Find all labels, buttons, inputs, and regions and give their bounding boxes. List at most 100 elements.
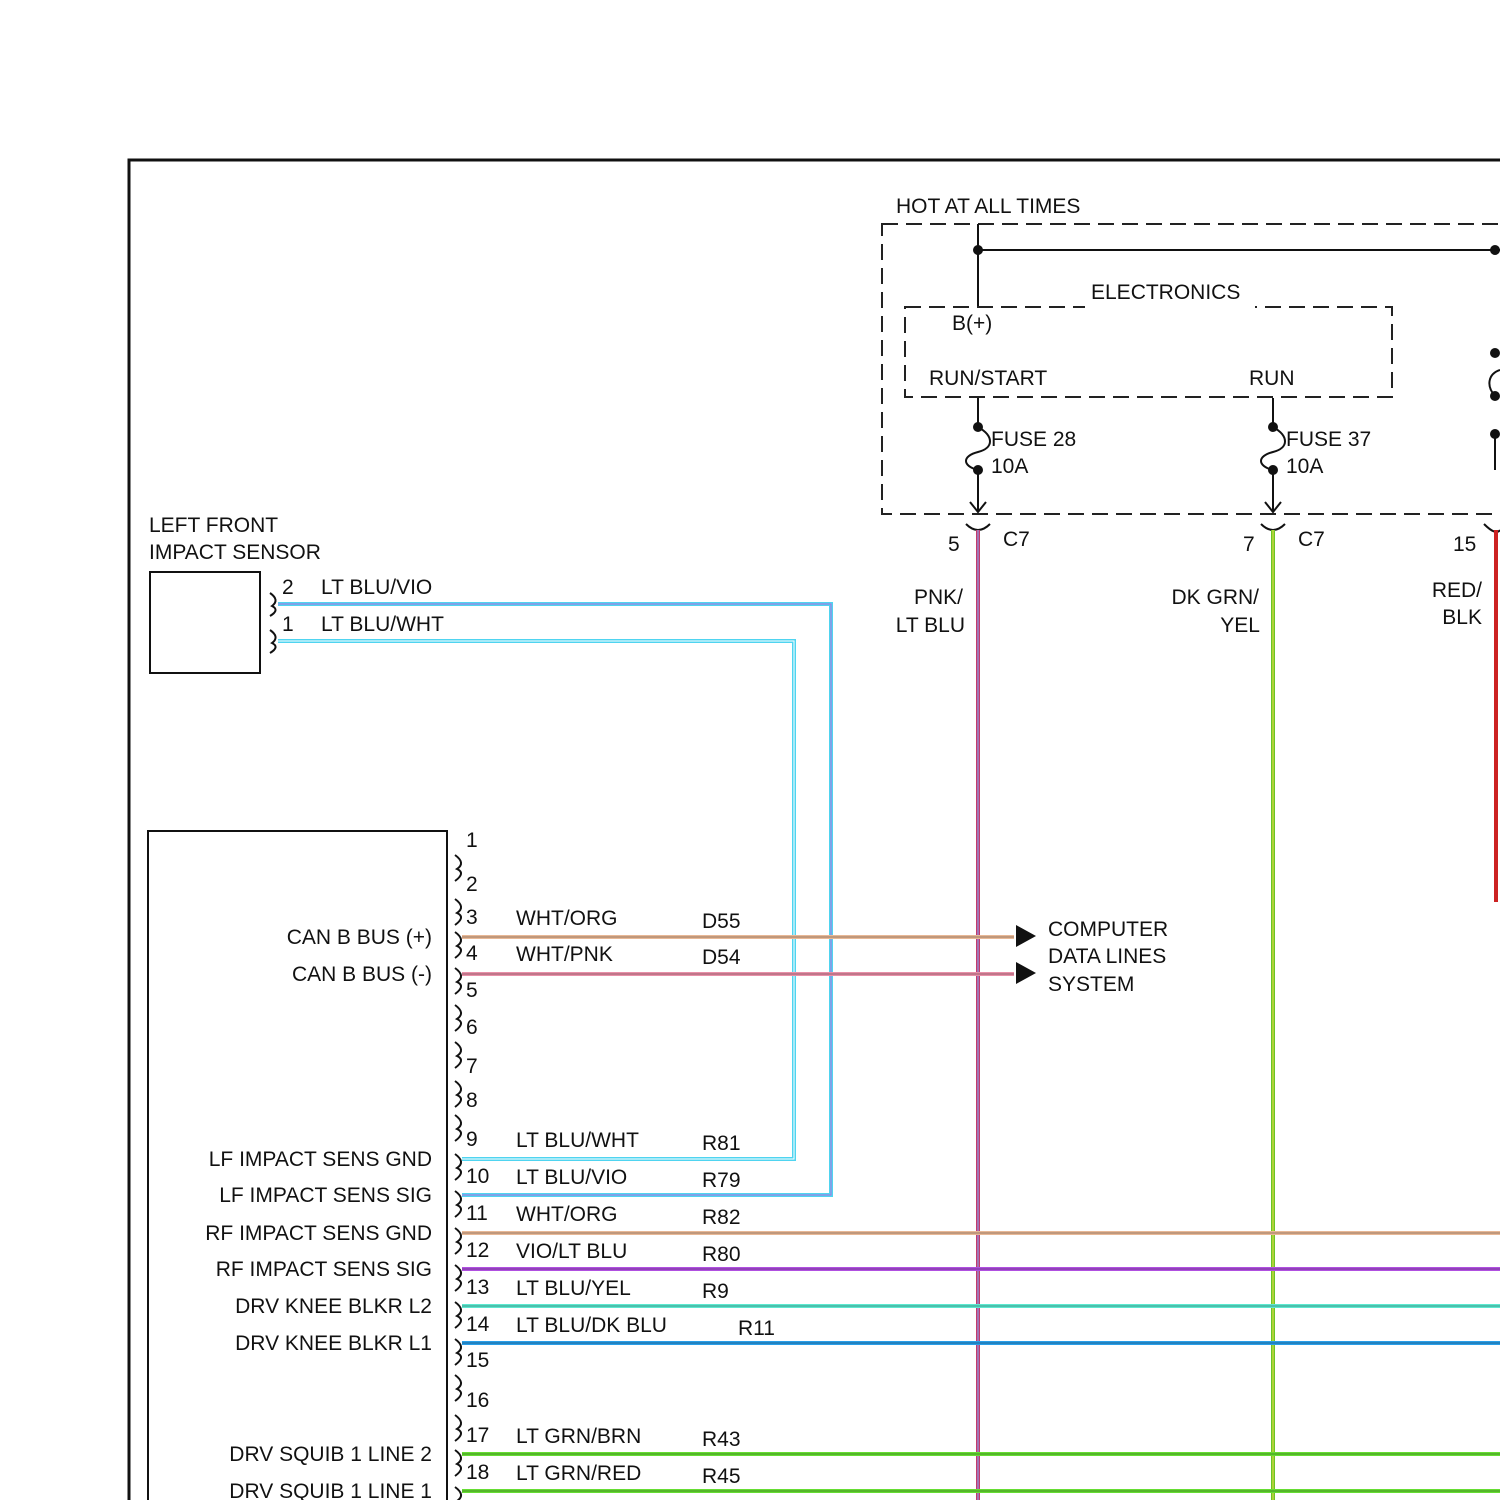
left-front-impact-sensor: LEFT FRONT IMPACT SENSOR 2 LT BLU/VIO 1 … [149,514,444,673]
c7-pin-5-wire-line1: PNK/ [914,586,963,609]
module-pin-wire-color: WHT/PNK [516,943,613,966]
module-pin-function: LF IMPACT SENS GND [209,1148,432,1171]
module-pin-number: 9 [466,1128,478,1151]
c7-pin-15-number: 15 [1453,533,1476,556]
module-pin-function: CAN B BUS (-) [292,963,432,986]
module-pin-circuit: R79 [702,1169,741,1192]
c7-pin-5-wire-line2: LT BLU [896,614,965,637]
c7-pin-7-wire-line2: YEL [1220,614,1260,637]
module-pin-wire-color: LT BLU/WHT [516,1129,639,1152]
module-pin-wire-color: WHT/ORG [516,907,617,930]
module-pin-number: 17 [466,1424,489,1447]
module-pin-number: 4 [466,942,478,965]
sensor-harness [278,604,831,1195]
module-pin-function: DRV SQUIB 1 LINE 2 [229,1443,432,1466]
module-pin-wire-color: LT BLU/YEL [516,1277,631,1300]
c7-pin-15-wire-line1: RED/ [1432,579,1482,602]
computer-data-lines-line3: SYSTEM [1048,973,1134,996]
c7-pin-7: 7 C7 DK GRN/ YEL [1171,524,1324,1500]
computer-data-lines-line2: DATA LINES [1048,945,1166,968]
module-pin-number: 2 [466,873,478,896]
computer-data-lines-ref: COMPUTER DATA LINES SYSTEM [1016,918,1168,996]
module-pin-number: 14 [466,1313,490,1336]
module-pin-function: RF IMPACT SENS SIG [216,1258,432,1281]
computer-data-lines-line1: COMPUTER [1048,918,1168,941]
module-pin-wire-color: LT BLU/DK BLU [516,1314,667,1337]
module-pin-circuit: D55 [702,910,741,933]
electronics-title: ELECTRONICS [1091,281,1240,304]
module-pin-wire-color: VIO/LT BLU [516,1240,627,1263]
arrow-icon [1016,962,1036,984]
module-pin-number: 18 [466,1461,489,1484]
module-pin-circuit: D54 [702,946,741,969]
module-pin-wire-color: LT BLU/VIO [516,1166,627,1189]
arrow-icon [1016,925,1036,947]
module-pin-circuit: R43 [702,1428,741,1451]
module-pin-number: 8 [466,1089,478,1112]
fuse-28-rating: 10A [991,455,1028,478]
fuse-37: FUSE 37 10A [1261,398,1371,512]
module-pin-number: 10 [466,1165,489,1188]
module-pin-function: CAN B BUS (+) [287,926,432,949]
module-pin-number: 15 [466,1349,489,1372]
fuse-28: FUSE 28 10A [966,398,1076,512]
c7-pin-15: 15 RED/ BLK [1432,524,1500,902]
module-pin-number: 16 [466,1389,489,1412]
module-pin-number: 6 [466,1016,478,1039]
sensor-title-line1: LEFT FRONT [149,514,278,537]
run-label: RUN [1249,367,1295,390]
c7-pin-5-number: 5 [948,533,960,556]
module-pin-number: 3 [466,906,478,929]
sensor-pin-2-number: 2 [282,576,294,599]
wire-lt-blu-vio [278,604,831,1195]
splice-dot [1490,245,1500,255]
module-pin-circuit: R11 [738,1317,775,1340]
module-pin-circuit: R82 [702,1206,741,1229]
c7-pin-7-number: 7 [1243,533,1255,556]
module-pin-number: 12 [466,1239,489,1262]
sensor-pin-1-number: 1 [282,613,294,636]
c7-pin-7-wire-line1: DK GRN/ [1171,586,1259,609]
module-pin-function: DRV SQUIB 1 LINE 1 [229,1480,432,1500]
module-pin-function: DRV KNEE BLKR L2 [235,1295,432,1318]
sensor-pin-1-wire: LT BLU/WHT [321,613,444,636]
module-pin-circuit: R9 [702,1280,729,1303]
wire-lt-blu-wht [278,641,794,1159]
fuse-28-name: FUSE 28 [991,428,1076,451]
b-plus-label: B(+) [952,312,992,335]
module-pin-18: 18DRV SQUIB 1 LINE 1 LT GRN/RED R45 [229,1461,1500,1500]
hot-at-all-times-label: HOT AT ALL TIMES [896,195,1080,218]
sensor-pin-2-wire: LT BLU/VIO [321,576,432,599]
c7-pin-5-connector: C7 [1003,528,1030,551]
fuse-37-name: FUSE 37 [1286,428,1371,451]
module-pin-17: 17DRV SQUIB 1 LINE 2 LT GRN/BRN R43 [229,1424,1500,1476]
sensor-box [150,572,260,673]
module-pin-11: 11 RF IMPACT SENS GND WHT/ORG R82 [205,1202,1500,1254]
power-distribution-center: HOT AT ALL TIMES ELECTRONICS B(+) RUN/ST… [882,195,1500,514]
module-pin-circuit: R81 [702,1132,741,1155]
module-pin-number: 7 [466,1055,478,1078]
module-pin-number: 1 [466,829,478,852]
module-pin-function: DRV KNEE BLKR L1 [235,1332,432,1355]
module-pin-wire-color: LT GRN/RED [516,1462,641,1485]
run-start-label: RUN/START [929,367,1047,390]
c7-pin-15-wire-line2: BLK [1442,606,1482,629]
module-pin-function: RF IMPACT SENS GND [205,1222,432,1245]
module-pin-number: 13 [466,1276,489,1299]
c7-pin-7-connector: C7 [1298,528,1325,551]
module-pin-wire-color: WHT/ORG [516,1203,617,1226]
module-pin-wire-color: LT GRN/BRN [516,1425,641,1448]
sensor-title-line2: IMPACT SENSOR [149,541,321,564]
module-pin-circuit: R45 [702,1465,741,1488]
module-pin-number: 5 [466,979,478,1002]
module-pin-number: 11 [466,1202,488,1225]
c7-pin-5: 5 C7 PNK/ LT BLU [896,524,1030,1500]
